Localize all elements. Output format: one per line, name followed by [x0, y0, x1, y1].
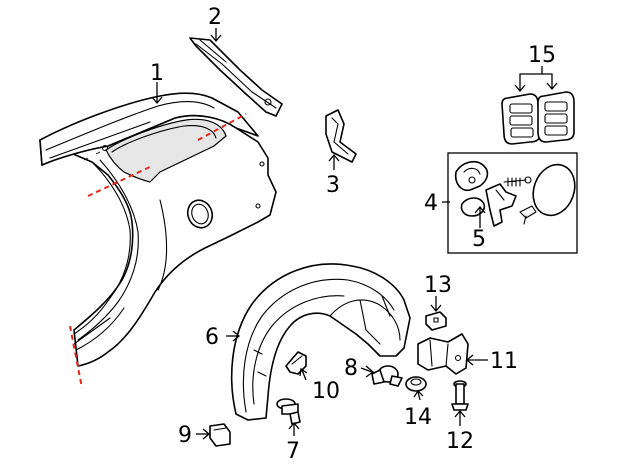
screw [451, 380, 469, 411]
fuel-door-box [447, 152, 578, 254]
callout-11: 11 [490, 349, 518, 374]
callout-6: 6 [205, 325, 219, 350]
callout-15: 15 [528, 43, 556, 68]
bracket [325, 109, 357, 163]
leader-lines [151, 28, 558, 440]
push-clip [371, 365, 403, 387]
callout-7: 7 [286, 439, 300, 464]
callout-5: 5 [472, 227, 486, 252]
fuel-door-spring [503, 176, 532, 187]
fuel-door-gasket [460, 197, 486, 217]
rail-reinforcement [189, 37, 283, 117]
fuel-door-housing [454, 160, 489, 192]
fuel-door-hinge [485, 183, 517, 227]
cut-line [69, 325, 83, 389]
cut-line [87, 165, 153, 197]
grommet [405, 376, 427, 392]
wheelhouse-liner [230, 263, 411, 421]
callout-10: 10 [312, 379, 340, 404]
callout-2: 2 [208, 5, 222, 30]
callout-8: 8 [344, 356, 358, 381]
callout-13: 13 [424, 273, 452, 298]
fuel-door [532, 163, 576, 217]
mud-flap-bracket [417, 333, 469, 375]
quarter-panel [39, 92, 277, 367]
retainer-clip [209, 423, 231, 447]
lamp-gaskets [501, 91, 575, 145]
callout-1: 1 [150, 61, 164, 86]
bolt [276, 398, 301, 425]
callout-12: 12 [446, 429, 474, 454]
clip-nut [425, 311, 447, 331]
callout-4: 4 [424, 191, 438, 216]
callout-9: 9 [178, 423, 192, 448]
callout-3: 3 [326, 173, 340, 198]
callout-14: 14 [404, 405, 432, 430]
cut-line [197, 113, 247, 141]
fuel-door-pin [519, 205, 537, 225]
